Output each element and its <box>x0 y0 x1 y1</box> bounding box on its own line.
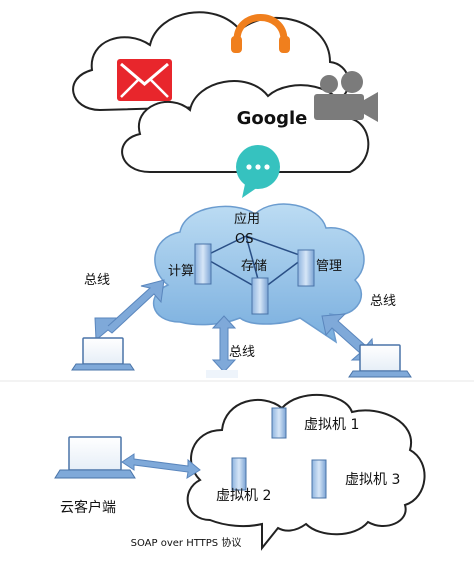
top-cloud-front <box>121 80 370 173</box>
google-label: Google <box>237 108 308 129</box>
core-cloud-shape <box>152 203 365 344</box>
bus-arrow-left <box>94 279 165 342</box>
laptop-icon-right <box>348 344 412 378</box>
vm1-label: 虚拟机 1 <box>304 417 359 433</box>
vm-server-1 <box>271 407 287 439</box>
bus-label-center: 总线 <box>229 345 255 360</box>
headphones-icon <box>231 14 290 53</box>
laptop-icon-center <box>206 370 238 378</box>
server-manage <box>297 249 315 287</box>
apps-label: 应用 <box>234 211 260 227</box>
compute-label: 计算 <box>168 264 194 279</box>
virtual-cloud-shape <box>186 394 426 551</box>
server-storage <box>251 277 269 315</box>
vm3-label: 虚拟机 3 <box>345 472 400 488</box>
vm2-label: 虚拟机 2 <box>216 488 271 504</box>
manage-label: 管理 <box>316 259 342 274</box>
virtual-cloud <box>186 394 426 551</box>
laptop-icon-left <box>71 337 135 371</box>
mail-icon <box>117 59 172 101</box>
bus-label-right: 总线 <box>370 294 396 309</box>
protocol-caption: SOAP over HTTPS 协议 <box>131 536 242 549</box>
core-cloud <box>152 203 365 344</box>
bus-arrow-center <box>211 315 237 373</box>
vm-server-3 <box>311 459 327 499</box>
client-label: 云客户端 <box>60 499 116 516</box>
client-laptop-icon <box>54 436 136 479</box>
chat-bubble-icon <box>236 145 280 198</box>
os-label: OS <box>235 232 253 247</box>
section-divider <box>0 380 474 382</box>
bus-label-left: 总线 <box>84 273 110 288</box>
storage-label: 存储 <box>241 259 267 274</box>
vm-server-2 <box>231 457 247 491</box>
client-link-arrow <box>121 453 201 480</box>
video-camera-icon <box>314 71 378 122</box>
server-compute <box>194 243 212 285</box>
